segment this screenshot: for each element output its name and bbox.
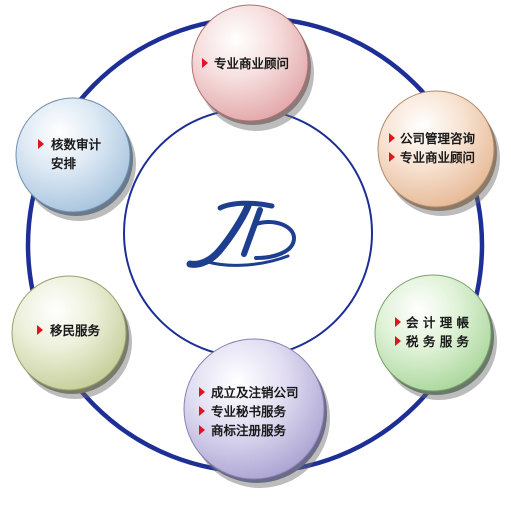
red-arrow-bullet-icon [199, 425, 205, 435]
service-node-lower-right[interactable]: 会 计 理 帳 税 务 服 务 [374, 274, 497, 400]
red-arrow-bullet-icon [37, 325, 43, 335]
service-node-upper-right[interactable]: 公司管理咨询 专业商业顾问 [377, 90, 500, 216]
service-label: 税 务 服 务 [406, 334, 470, 349]
service-label: 专业秘书服务 [211, 404, 287, 419]
jd-monogram-logo-icon [186, 200, 296, 268]
red-arrow-bullet-icon [395, 336, 401, 346]
service-label: 会 计 理 帳 [406, 315, 470, 330]
red-arrow-bullet-icon [389, 152, 395, 162]
service-label: 核数审计 [51, 137, 102, 152]
red-arrow-bullet-icon [38, 139, 44, 149]
service-label: 商标注册服务 [211, 423, 287, 438]
service-label: 专业商业顾问 [400, 150, 475, 165]
service-node-upper-left[interactable]: 核数审计 安排 [15, 97, 136, 221]
inner-ring [123, 108, 373, 358]
red-arrow-bullet-icon [199, 406, 205, 416]
service-node-top[interactable]: 专业商业顾问 [191, 4, 314, 131]
red-arrow-bullet-icon [395, 317, 401, 327]
service-node-lower-left[interactable]: 移民服务 [11, 275, 132, 399]
service-label: 专业商业顾问 [214, 56, 289, 71]
service-label: 成立及注销公司 [211, 385, 299, 400]
service-label: 移民服务 [50, 323, 101, 338]
red-arrow-bullet-icon [202, 58, 208, 68]
red-arrow-bullet-icon [389, 133, 395, 143]
service-node-bottom[interactable]: 成立及注销公司 专业秘书服务 商标注册服务 [183, 338, 330, 488]
service-label: 公司管理咨询 [400, 131, 476, 146]
service-label: 安排 [51, 156, 77, 171]
red-arrow-bullet-icon [199, 387, 205, 397]
